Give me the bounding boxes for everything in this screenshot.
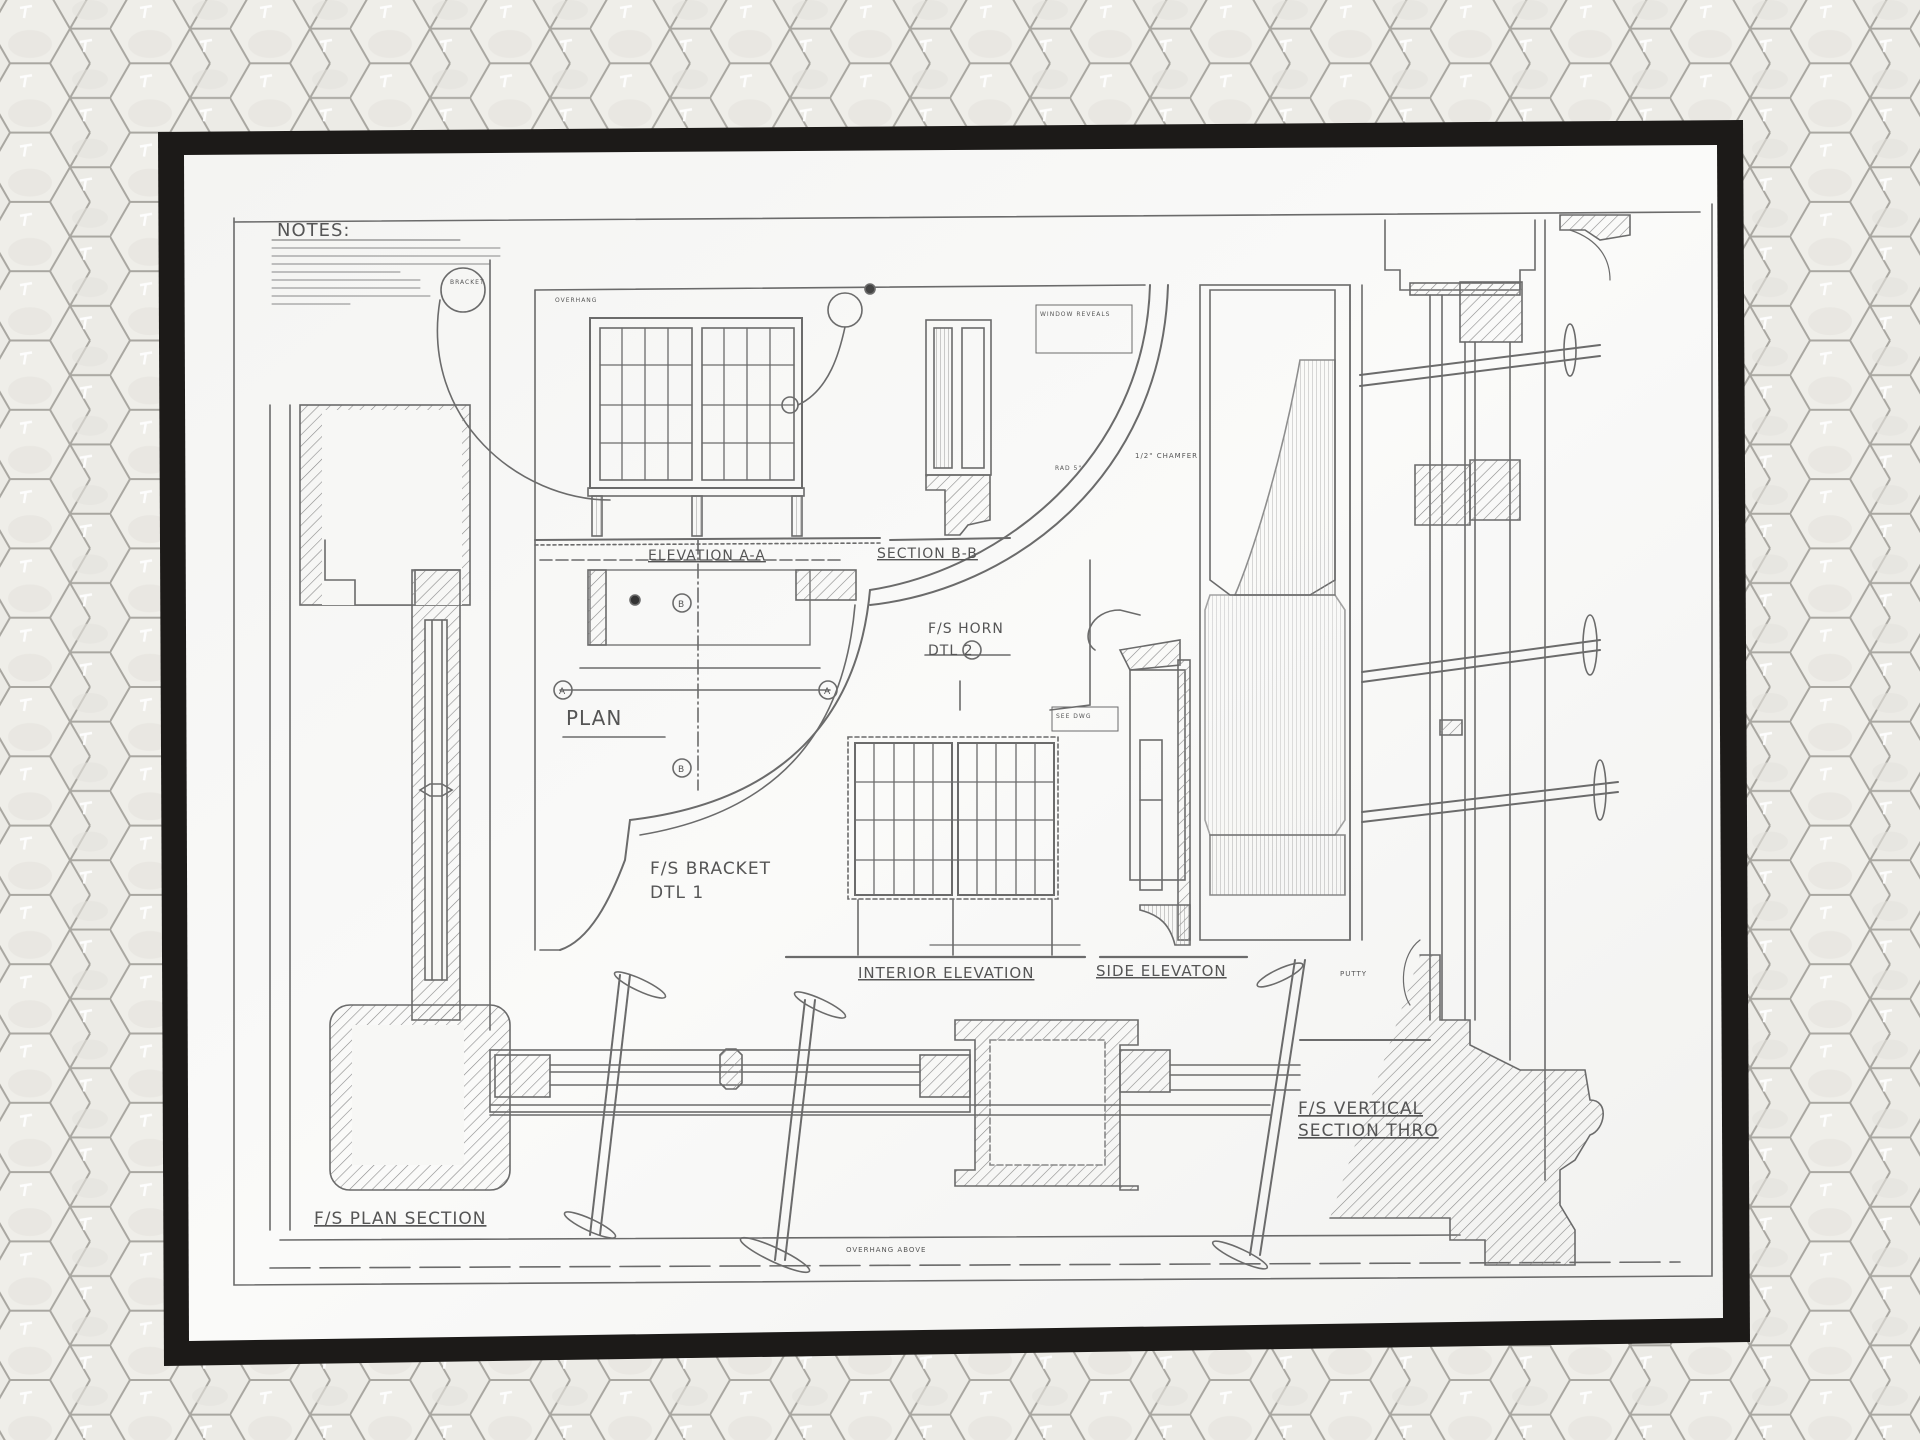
notes-title: NOTES: <box>277 220 351 241</box>
label-interior-elevation: INTERIOR ELEVATION <box>858 964 1034 982</box>
overhang-note: OVERHANG <box>555 297 597 304</box>
section-b-b <box>889 304 1133 541</box>
label-plan: PLAN <box>566 706 622 730</box>
label-side-elevation: SIDE ELEVATON <box>1096 962 1227 980</box>
marker-a-right: A <box>824 687 831 697</box>
chamfer-note: 1/2" CHAMFER <box>1135 452 1198 460</box>
label-bracket-detail-number: DTL 1 <box>650 883 704 903</box>
notes-block <box>271 239 501 313</box>
interior-elevation-window <box>784 736 1249 959</box>
label-section-b-b: SECTION B-B <box>877 546 978 562</box>
left-vertical-wall <box>269 259 1461 1241</box>
note-box-text: WINDOW REVEALS <box>1040 311 1110 318</box>
bracket-callout-text: BRACKET <box>450 279 485 286</box>
drawing-labels: NOTES: BRACKET WINDOW REVEALS OVERHANG 1… <box>277 220 1439 1254</box>
blueprint-drawing <box>233 203 1713 1286</box>
elevation-a-a-window <box>534 283 1146 951</box>
right-vertical-section <box>1299 214 1631 1266</box>
label-vertical-section-line1: F/S VERTICAL <box>1298 1099 1423 1119</box>
label-bracket-detail: F/S BRACKET <box>650 859 771 879</box>
marker-a-left: A <box>559 687 566 697</box>
label-elevation-a-a: ELEVATION A-A <box>648 548 766 564</box>
label-vertical-section-line2: SECTION THRO <box>1298 1121 1439 1141</box>
marker-b-bottom: B <box>678 765 685 775</box>
marker-b-top: B <box>678 600 685 610</box>
label-plan-section: F/S PLAN SECTION <box>314 1209 486 1229</box>
rad-note: RAD 5" <box>1055 465 1082 472</box>
overhang-above-note: OVERHANG ABOVE <box>846 1246 926 1254</box>
putty-note: PUTTY <box>1340 970 1367 978</box>
plan-view <box>539 539 857 791</box>
horn-detail <box>924 559 1191 946</box>
label-horn-detail-number: DTL 2 <box>928 643 974 659</box>
plan-section-horizontal <box>489 959 1306 1274</box>
picture-frame <box>158 120 1750 1366</box>
drawing-paper <box>184 145 1723 1341</box>
label-horn-detail: F/S HORN <box>928 621 1004 637</box>
shaded-column <box>1199 284 1363 941</box>
bracket-curve <box>539 284 1169 951</box>
side-note: SEE DWG <box>1056 713 1092 720</box>
